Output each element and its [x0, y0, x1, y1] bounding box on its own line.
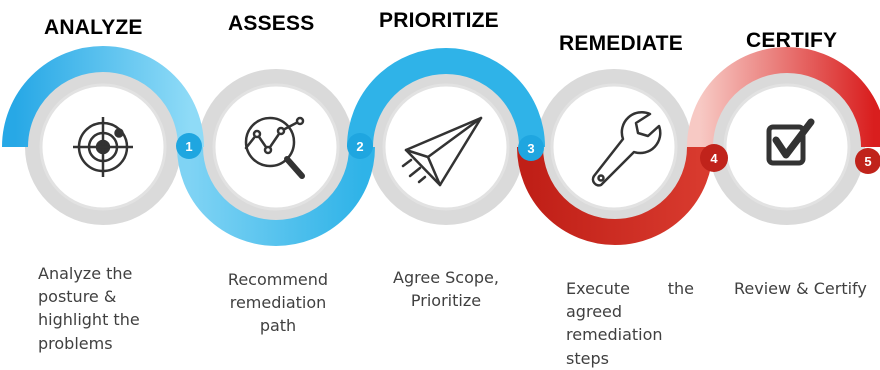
- step-badges: 1 2 3 4 5: [176, 133, 880, 174]
- paper-plane-icon: [401, 116, 483, 187]
- badge-4: 4: [700, 144, 728, 172]
- arc-prioritize: [347, 48, 545, 148]
- badge-4-number: 4: [710, 151, 718, 166]
- desc-line: the: [667, 279, 694, 298]
- desc-line: agreed: [566, 302, 623, 322]
- desc-justified-line: Execute the: [566, 277, 694, 300]
- badge-5-number: 5: [864, 154, 871, 169]
- desc-line: Execute: [566, 279, 630, 298]
- wrench-icon: [591, 111, 662, 187]
- step-description-analyze: Analyze the posture & highlight the prob…: [38, 262, 178, 355]
- desc-line: problems: [38, 333, 113, 353]
- step-title-certify: CERTIFY: [746, 29, 838, 52]
- step-description-certify: Review & Certify: [734, 277, 880, 300]
- desc-line: highlight the: [38, 310, 140, 330]
- step-title-remediate: REMEDIATE: [559, 32, 683, 55]
- desc-line: steps: [566, 348, 609, 368]
- arc-remediate: [517, 146, 713, 245]
- desc-line: Recommend: [227, 270, 329, 289]
- desc-line: Analyze the: [38, 264, 133, 283]
- step-title-analyze: ANALYZE: [44, 16, 143, 39]
- badge-1-number: 1: [185, 139, 192, 154]
- badge-2-number: 2: [356, 139, 363, 154]
- radar-target-icon: [73, 117, 133, 177]
- badge-3-number: 3: [527, 141, 534, 156]
- arc-analyze: [2, 46, 204, 148]
- desc-line: path: [259, 316, 297, 336]
- step-title-prioritize: PRIORITIZE: [379, 9, 499, 32]
- magnifier-trend-chart-icon: [244, 116, 305, 179]
- checkbox-checked-icon: [766, 118, 815, 166]
- arc-assess: [177, 146, 375, 246]
- badge-3: 3: [518, 135, 544, 161]
- desc-line: Prioritize: [410, 291, 482, 311]
- desc-line: remediation: [566, 325, 663, 345]
- badge-1: 1: [176, 133, 202, 159]
- colored-arcs: [2, 46, 880, 246]
- step-title-assess: ASSESS: [228, 12, 315, 35]
- step-description-assess: Recommend remediation path: [212, 268, 344, 338]
- step-description-remediate: Execute the agreed remediation steps: [566, 277, 694, 370]
- arc-certify: [687, 47, 880, 148]
- desc-line: Review & Certify: [734, 279, 867, 298]
- step-description-prioritize: Agree Scope, Prioritize: [378, 266, 514, 312]
- badge-5: 5: [855, 148, 880, 174]
- desc-line: Agree Scope,: [393, 268, 499, 287]
- desc-line: posture &: [38, 287, 117, 307]
- desc-line: remediation: [229, 293, 327, 313]
- badge-2: 2: [347, 133, 373, 159]
